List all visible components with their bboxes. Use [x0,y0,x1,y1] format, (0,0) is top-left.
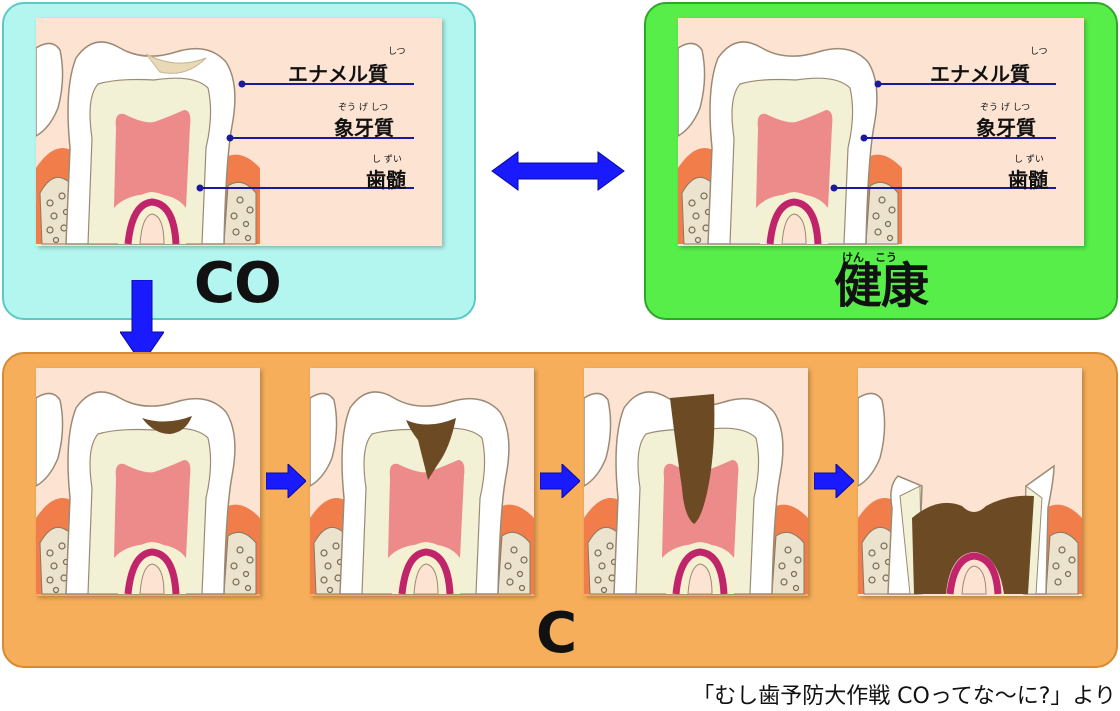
healthy-tooth-illustration: しつ エナメル質 ぞう げ しつ 象牙質 し ずい 歯髄 [678,18,1084,246]
pulp-label: 歯髄 [366,168,406,192]
c-stage-1-tooth [36,368,260,596]
right-arrow-icon [540,464,580,498]
enamel-label: エナメル質 [288,62,388,86]
enamel-label: エナメル質 [930,62,1030,86]
dentin-ruby: ぞう げ しつ [980,103,1031,113]
source-caption: 「むし歯予防大作戦 COってな〜に?」より [692,684,1116,709]
co-panel: しつ エナメル質 ぞう げ しつ 象牙質 し ずい 歯髄 CO [2,2,476,320]
enamel-ruby: しつ [388,47,406,57]
dentin-label: 象牙質 [334,116,394,140]
pulp-label: 歯髄 [1008,168,1048,192]
co-tooth-illustration: しつ エナメル質 ぞう げ しつ 象牙質 し ずい 歯髄 [36,18,442,246]
dentin-ruby: ぞう げ しつ [338,103,389,113]
pulp-ruby: し ずい [1014,155,1044,165]
c-panel: C [2,352,1118,668]
pulp-ruby: し ずい [372,155,402,165]
c-label: C [536,601,577,666]
c-stage-3-tooth [584,368,808,596]
double-arrow-icon [491,151,625,191]
dentin-label: 象牙質 [976,116,1036,140]
c-stage-4-tooth [858,368,1082,596]
right-arrow-icon [814,464,854,498]
healthy-panel: しつ エナメル質 ぞう げ しつ 象牙質 し ずい 歯髄 けん こう 健康 [644,2,1118,320]
down-arrow-icon [120,280,164,365]
co-label: CO [194,251,282,316]
healthy-label: 健康 [834,258,929,314]
c-stage-2-tooth [310,368,534,596]
right-arrow-icon [266,464,306,498]
healthy-ruby: けん こう [842,251,897,264]
enamel-ruby: しつ [1030,47,1048,57]
